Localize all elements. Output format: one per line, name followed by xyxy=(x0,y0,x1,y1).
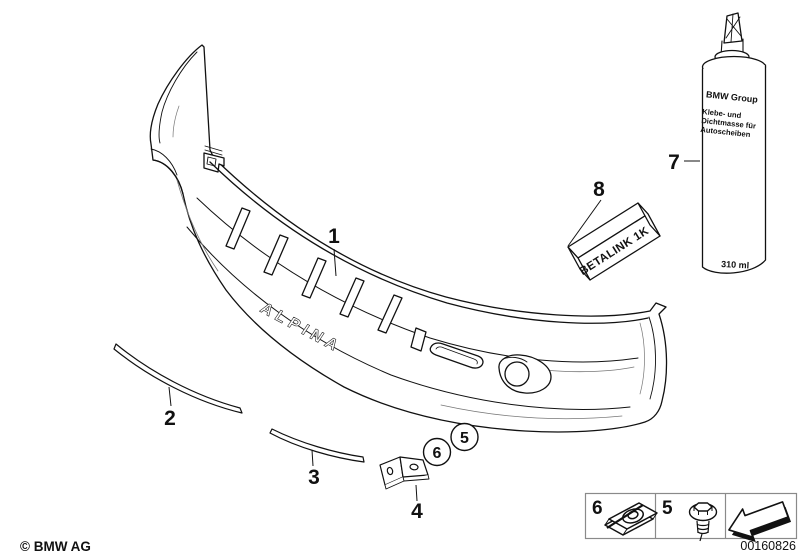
box-left-face xyxy=(567,246,591,281)
trim-strip xyxy=(113,343,243,414)
callout-1[interactable]: 1 xyxy=(328,225,340,248)
legend-number-6: 6 xyxy=(592,498,603,519)
contour-line xyxy=(440,404,623,420)
callout-8[interactable]: 8 xyxy=(593,178,605,201)
callout-4[interactable]: 4 xyxy=(411,500,423,523)
contour-line xyxy=(544,366,635,373)
duct-slot xyxy=(429,342,484,369)
duct-slot-inner xyxy=(435,346,478,365)
wheel-arch-line xyxy=(150,148,178,176)
bracket-thickness-line xyxy=(384,474,430,490)
fog-lamp-lens xyxy=(504,361,530,387)
bracket-drawing xyxy=(379,456,430,490)
contour-line xyxy=(186,226,631,410)
callouts: 1 2 3 4 5 6 7 8 xyxy=(164,151,700,523)
copyright-text: © BMW AG xyxy=(20,539,91,554)
fog-lamp-housing-line xyxy=(502,356,528,363)
legend-cell-back[interactable] xyxy=(724,495,794,549)
bracket-hole xyxy=(386,466,394,476)
grille-slat xyxy=(339,277,365,318)
trim-strip-right-drawing xyxy=(269,428,365,463)
self-tapping-screw-icon xyxy=(688,502,718,542)
leader-line-1 xyxy=(333,248,337,277)
leader-line-4 xyxy=(415,484,418,502)
contour-line xyxy=(176,179,219,272)
tube-volume: 310 ml xyxy=(721,259,750,270)
wheel-arch-line xyxy=(152,159,184,195)
callout-6[interactable]: 6 xyxy=(433,445,442,462)
leader-line-8 xyxy=(567,199,602,247)
bracket-hole xyxy=(409,463,419,471)
callout-5[interactable]: 5 xyxy=(460,430,469,447)
grille-support-bar xyxy=(410,327,427,352)
legend: 6 5 xyxy=(584,492,798,549)
grille-slat xyxy=(225,207,251,250)
grille-slat xyxy=(377,294,403,334)
tube-desc-line: Klebe- und xyxy=(702,107,742,120)
callout-7[interactable]: 7 xyxy=(668,151,680,174)
grille-slat xyxy=(301,257,327,299)
trim-strip xyxy=(269,428,365,463)
mounting-tab xyxy=(203,152,225,173)
callout-3[interactable]: 3 xyxy=(308,466,320,489)
diagram-number: 00160826 xyxy=(740,539,796,553)
back-arrow-icon[interactable] xyxy=(724,495,794,549)
contour-line xyxy=(209,161,649,324)
grille-slat xyxy=(263,234,289,276)
contour-line xyxy=(639,322,645,395)
box-right-face xyxy=(637,202,661,237)
speed-nut-clip-icon xyxy=(604,502,658,536)
fog-lamp-pocket xyxy=(498,354,552,394)
leader-line-3 xyxy=(311,449,314,467)
tube-body xyxy=(701,64,767,274)
callout-6-circle[interactable] xyxy=(422,437,452,467)
contour-line xyxy=(648,316,656,400)
callout-5-circle[interactable] xyxy=(450,422,479,452)
legend-cell-screw[interactable]: 5 xyxy=(662,498,718,542)
nozzle-cross-line xyxy=(725,13,742,43)
leader-line-2 xyxy=(168,386,172,407)
contour-line xyxy=(158,51,198,144)
legend-number-5: 5 xyxy=(662,498,673,519)
contour-line xyxy=(196,197,639,363)
legend-cell-clip[interactable]: 6 xyxy=(592,498,658,536)
callout-2[interactable]: 2 xyxy=(164,407,176,430)
adhesive-box-drawing: BETALINK 1K xyxy=(567,202,661,281)
sealant-cartridge-drawing: BMW Group Klebe- und Dichtmasse für Auto… xyxy=(700,12,767,274)
front-spoiler-drawing: ALPINA xyxy=(149,44,668,433)
contour-line xyxy=(172,105,180,138)
trim-strip-left-drawing xyxy=(113,343,243,414)
